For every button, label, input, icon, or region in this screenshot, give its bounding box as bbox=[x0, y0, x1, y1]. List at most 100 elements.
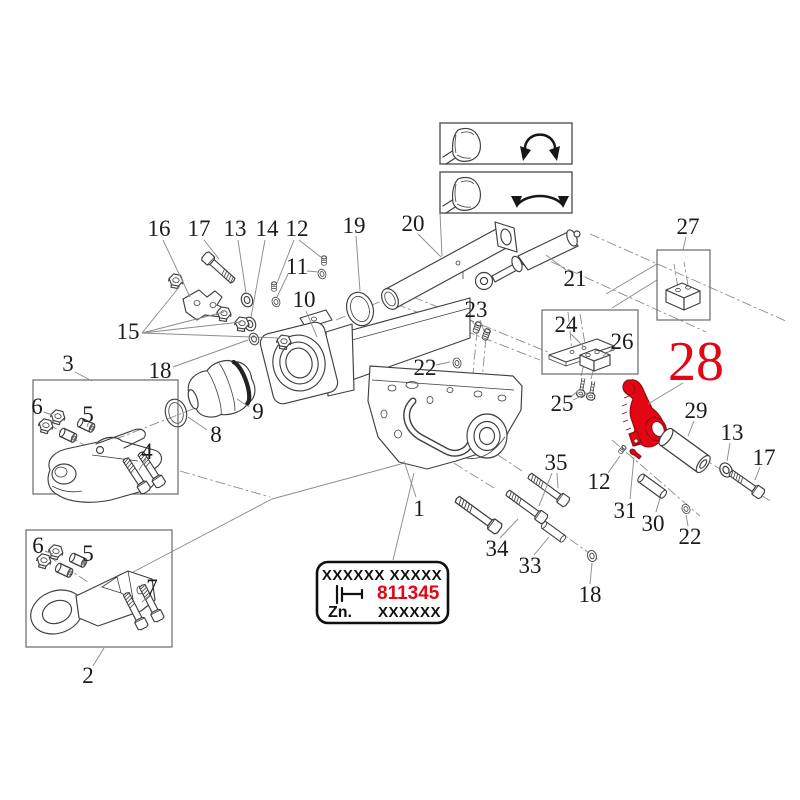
callout-27: 27 bbox=[677, 214, 700, 239]
box-parts-24-26 bbox=[541, 309, 639, 375]
leader-line-15 bbox=[141, 332, 281, 339]
callout-5: 5 bbox=[82, 541, 94, 566]
plate-zn-value: XXXXXX bbox=[378, 604, 441, 621]
part-35-bolt bbox=[525, 470, 572, 509]
leader-line-1 bbox=[403, 460, 417, 498]
leader-line-26 bbox=[602, 346, 616, 357]
leader-line-24 bbox=[570, 333, 585, 348]
part-11-washer bbox=[316, 267, 328, 281]
part-3-coupling-head bbox=[47, 436, 163, 503]
callout-25: 25 bbox=[551, 391, 574, 416]
callout-18: 18 bbox=[149, 358, 172, 383]
leader-line-14 bbox=[250, 239, 266, 318]
leader-line-7 bbox=[141, 594, 151, 603]
leader-line-8 bbox=[187, 416, 208, 431]
part-28-handbrake-lever-highlighted bbox=[621, 379, 667, 448]
leader-line-12 bbox=[298, 239, 323, 259]
leader-line-2 bbox=[92, 647, 105, 667]
callout-15: 15 bbox=[117, 319, 140, 344]
callout-4: 4 bbox=[141, 439, 153, 464]
leader-line-11 bbox=[276, 273, 289, 298]
callout-2: 2 bbox=[82, 663, 94, 688]
leader-line-11 bbox=[306, 270, 320, 273]
leader-line-19 bbox=[355, 235, 361, 292]
leader-line-13 bbox=[726, 442, 731, 462]
part-21-shock-damper bbox=[474, 229, 581, 291]
connection-lines bbox=[117, 212, 658, 581]
leader-line-18 bbox=[589, 562, 593, 585]
part-17-hex-bolt bbox=[726, 467, 767, 501]
callout-10: 10 bbox=[293, 287, 316, 312]
callout-28: 28 bbox=[668, 331, 724, 393]
box-part-3-coupling bbox=[32, 379, 179, 503]
callout-14: 14 bbox=[256, 216, 280, 241]
part-22-ring bbox=[680, 502, 692, 516]
part-5-bushing bbox=[57, 426, 79, 444]
leader-line-15 bbox=[141, 285, 181, 334]
callout-31: 31 bbox=[614, 498, 637, 523]
part-29-bushing bbox=[658, 427, 711, 474]
part-9-rubber-bellows bbox=[187, 359, 256, 418]
leader-line-13 bbox=[237, 239, 247, 294]
callout-23: 23 bbox=[465, 297, 488, 322]
leader-line-23 bbox=[479, 319, 485, 332]
part-33-pin bbox=[539, 520, 568, 544]
part-8-circlip bbox=[164, 398, 188, 428]
callout-6: 6 bbox=[31, 394, 43, 419]
full-rotation-arrow-icon bbox=[523, 133, 557, 155]
part-11-washer bbox=[270, 295, 282, 309]
callout-8: 8 bbox=[210, 422, 222, 447]
callout-30: 30 bbox=[642, 511, 665, 536]
part-20-drawbar-tube bbox=[381, 221, 518, 310]
leader-line-10 bbox=[305, 310, 318, 338]
leader-line-22 bbox=[435, 361, 451, 366]
leader-line-29 bbox=[687, 420, 695, 437]
leader-line-6 bbox=[43, 411, 53, 416]
callout-29: 29 bbox=[685, 398, 708, 423]
part-12-set-screw bbox=[321, 255, 327, 266]
plate-part-code: 811345 bbox=[377, 583, 440, 604]
part-25-stud bbox=[575, 376, 588, 399]
callout-35: 35 bbox=[545, 450, 568, 475]
leader-line-34 bbox=[499, 518, 519, 539]
part-35-bolt bbox=[503, 487, 550, 526]
callout-24: 24 bbox=[555, 312, 579, 337]
part-19-ring bbox=[345, 291, 375, 327]
leader-line-20 bbox=[417, 233, 442, 258]
leader-line-9 bbox=[236, 398, 250, 408]
part-5-bushing bbox=[53, 561, 75, 579]
callout-3: 3 bbox=[62, 351, 74, 376]
part-17-hex-bolt bbox=[199, 250, 238, 287]
leader-line-25 bbox=[572, 391, 591, 401]
leader-line-6 bbox=[44, 550, 54, 555]
callout-13: 13 bbox=[224, 216, 247, 241]
leader-lines bbox=[43, 233, 761, 667]
callout-26: 26 bbox=[611, 329, 634, 354]
part-15-nut bbox=[166, 272, 185, 290]
leader-line-17 bbox=[754, 466, 761, 481]
callout-11: 11 bbox=[286, 254, 308, 279]
leader-line-21 bbox=[545, 254, 567, 271]
legend-box-full-rotation bbox=[439, 122, 573, 165]
callout-17: 17 bbox=[753, 445, 776, 470]
part-34-bolt bbox=[452, 493, 504, 536]
leader-line-35 bbox=[538, 472, 553, 507]
leader-line-33 bbox=[533, 536, 550, 556]
callout-22: 22 bbox=[679, 524, 702, 549]
callout-33: 33 bbox=[519, 553, 542, 578]
callout-34: 34 bbox=[486, 536, 510, 561]
callout-19: 19 bbox=[343, 213, 366, 238]
leader-line-15 bbox=[141, 311, 225, 334]
box-part-2-towing-eye bbox=[25, 529, 173, 648]
leader-line-5 bbox=[80, 559, 89, 566]
part-18-washer bbox=[585, 548, 599, 564]
part-13-washer bbox=[238, 290, 256, 310]
part-26-block bbox=[579, 348, 611, 372]
leader-line-31 bbox=[629, 456, 635, 500]
part-18-washer bbox=[247, 331, 261, 347]
bolt-head-icon bbox=[442, 176, 482, 214]
leader-line-30 bbox=[655, 497, 661, 513]
part-25-stud bbox=[585, 379, 598, 402]
